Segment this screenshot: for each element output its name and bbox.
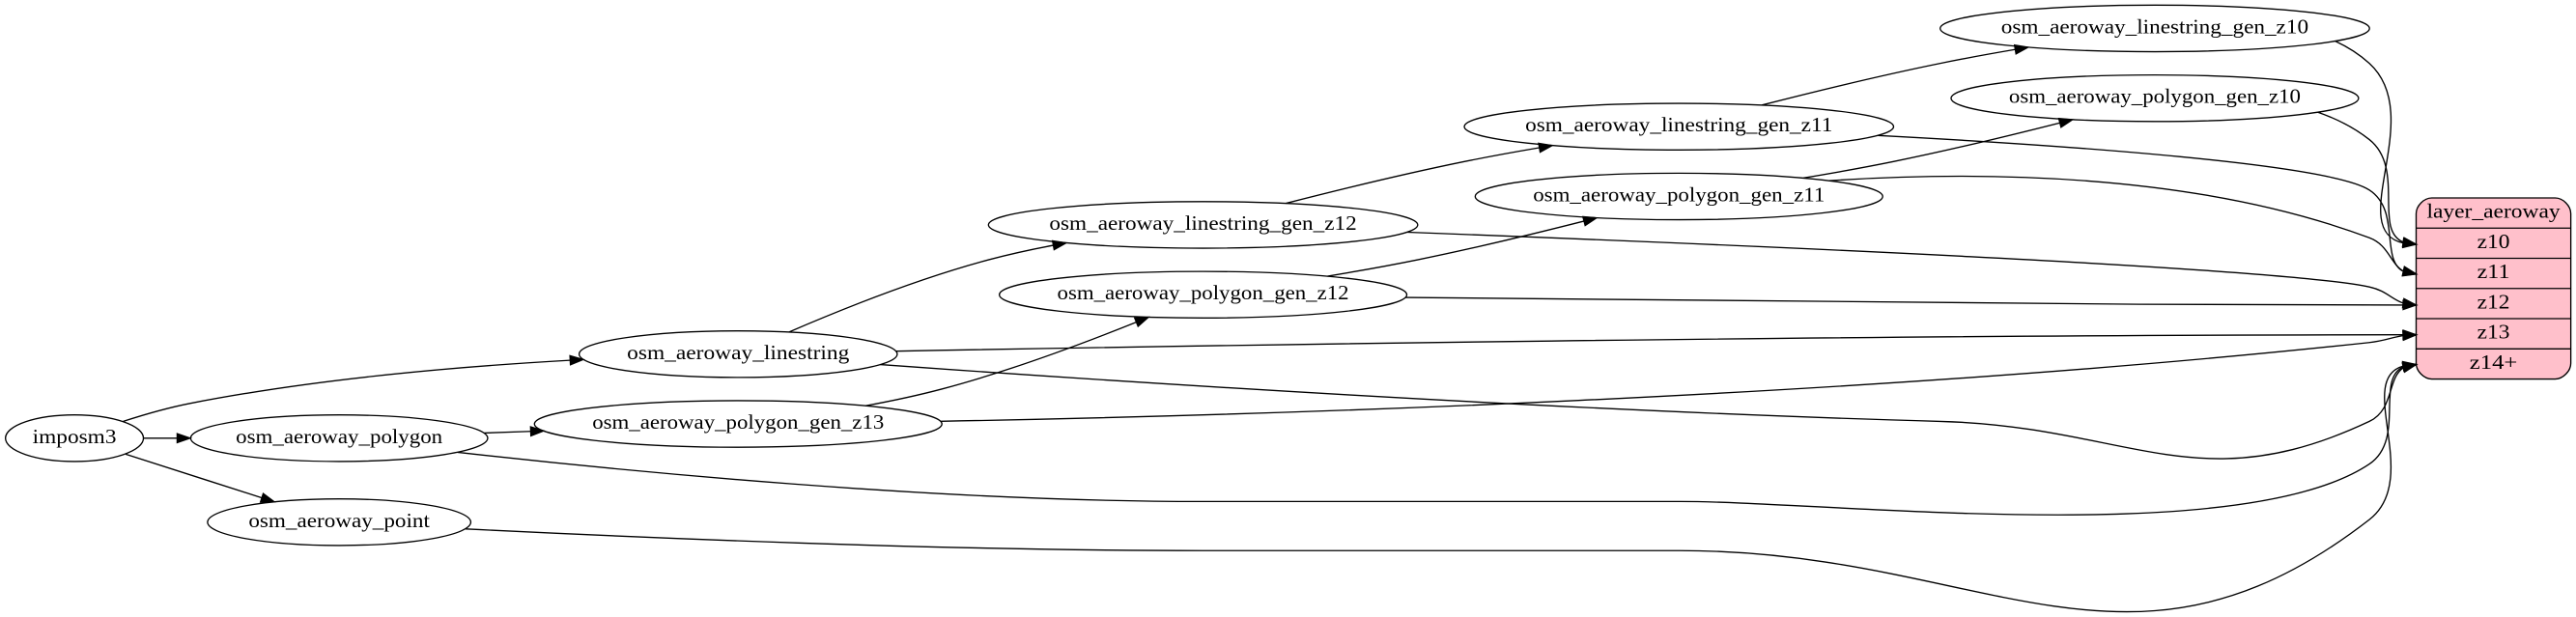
svg-text:osm_aeroway_polygon: osm_aeroway_polygon: [236, 427, 443, 448]
svg-text:osm_aeroway_linestring: osm_aeroway_linestring: [627, 343, 849, 364]
svg-text:osm_aeroway_linestring_gen_z12: osm_aeroway_linestring_gen_z12: [1049, 213, 1356, 235]
svg-text:z12: z12: [2477, 290, 2510, 313]
svg-text:osm_aeroway_polygon_gen_z13: osm_aeroway_polygon_gen_z13: [592, 412, 884, 434]
svg-text:z10: z10: [2477, 230, 2510, 253]
svg-text:layer_aeroway: layer_aeroway: [2426, 200, 2561, 223]
svg-text:z11: z11: [2477, 260, 2510, 283]
svg-text:osm_aeroway_linestring_gen_z10: osm_aeroway_linestring_gen_z10: [2001, 16, 2308, 38]
svg-text:osm_aeroway_polygon_gen_z10: osm_aeroway_polygon_gen_z10: [2009, 87, 2301, 108]
svg-text:osm_aeroway_polygon_gen_z11: osm_aeroway_polygon_gen_z11: [1533, 184, 1825, 206]
svg-text:z14+: z14+: [2470, 351, 2518, 374]
svg-text:z13: z13: [2477, 321, 2510, 344]
svg-text:osm_aeroway_point: osm_aeroway_point: [248, 511, 430, 532]
svg-text:osm_aeroway_polygon_gen_z12: osm_aeroway_polygon_gen_z12: [1058, 283, 1349, 304]
svg-text:imposm3: imposm3: [33, 427, 117, 448]
svg-text:osm_aeroway_linestring_gen_z11: osm_aeroway_linestring_gen_z11: [1525, 115, 1832, 136]
